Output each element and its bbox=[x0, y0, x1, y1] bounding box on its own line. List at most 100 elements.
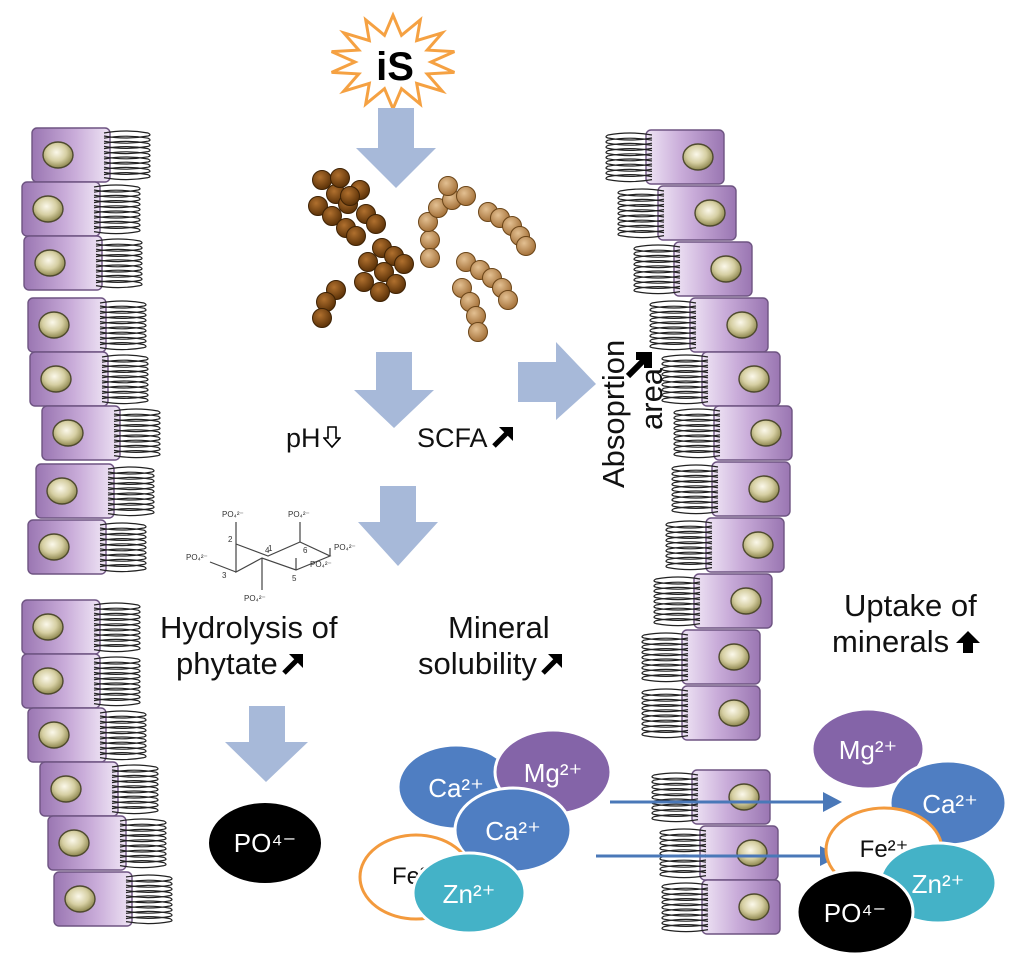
bacterium-dark bbox=[366, 214, 386, 234]
phytate-group-2: PO₄²⁻ bbox=[288, 510, 310, 519]
phytate-atom-6: 6 bbox=[303, 546, 308, 555]
solubility-increase-arrow-icon bbox=[541, 654, 562, 675]
phytate-atom-3: 3 bbox=[222, 571, 227, 580]
epithelial-cell bbox=[47, 815, 167, 871]
epithelial-cell bbox=[605, 129, 725, 185]
absorbed-ca-ion: Ca²⁺ bbox=[922, 789, 978, 819]
phytate-molecule bbox=[209, 522, 332, 590]
bacterium-dark bbox=[394, 254, 414, 274]
scfa-label: SCFA bbox=[417, 423, 516, 453]
free-po4-ion: PO⁴⁻ bbox=[209, 803, 321, 883]
phytate-increase-arrow-icon bbox=[281, 654, 303, 675]
bacterium-dark bbox=[330, 168, 350, 188]
epithelial-cell bbox=[649, 297, 769, 353]
lumen-ion-cluster: Ca²⁺ Mg²⁺ Ca²⁺ Fe²⁺ Zn²⁺ bbox=[358, 728, 613, 935]
scfa-increase-arrow-icon bbox=[491, 427, 513, 448]
epithelial-cell bbox=[23, 235, 143, 291]
epithelial-cell bbox=[617, 185, 737, 241]
bacterium-light bbox=[420, 248, 440, 268]
lumen-mg-ion: Mg²⁺ bbox=[524, 758, 583, 788]
epithelial-cell bbox=[641, 629, 761, 685]
bacterium-light bbox=[420, 230, 440, 250]
epithelial-cell bbox=[35, 463, 155, 519]
epithelial-cell bbox=[31, 127, 151, 183]
phytate-hydrolysis-label: Hydrolysis of phytate bbox=[160, 610, 338, 681]
bacterium-light bbox=[456, 186, 476, 206]
absorption-increase-arrow-icon bbox=[625, 352, 652, 379]
bacterium-light bbox=[498, 290, 518, 310]
phytate-atom-1: 1 bbox=[268, 544, 273, 553]
phytate-atom-2: 2 bbox=[228, 535, 233, 544]
bacterium-dark bbox=[374, 262, 394, 282]
absorbed-po4-ion: PO⁴⁻ bbox=[824, 898, 886, 928]
absorbed-zn-ion: Zn²⁺ bbox=[912, 869, 965, 899]
absorption-area-label: Absoprtion area bbox=[596, 340, 669, 488]
bacterium-light bbox=[418, 212, 438, 232]
transport-arrow-upper bbox=[610, 792, 842, 812]
bacterium-dark bbox=[312, 170, 332, 190]
epithelial-cell bbox=[21, 653, 141, 709]
svg-text:PO⁴⁻: PO⁴⁻ bbox=[234, 828, 296, 858]
right-intestinal-wall bbox=[605, 129, 793, 935]
mineral-solubility-label: Mineral solubility bbox=[418, 610, 565, 682]
is-burst: iS bbox=[330, 11, 456, 113]
epithelial-cell bbox=[21, 181, 141, 237]
lumen-ca-ion-2: Ca²⁺ bbox=[485, 816, 541, 846]
phytate-group-1: PO₄²⁻ bbox=[222, 510, 244, 519]
mineral-uptake-label: Uptake of minerals bbox=[832, 588, 981, 660]
bacterium-light bbox=[468, 322, 488, 342]
phytate-atom-5: 5 bbox=[292, 574, 297, 583]
arrow-is-to-bacteria bbox=[356, 108, 436, 188]
bacterium-dark bbox=[358, 252, 378, 272]
is-label: iS bbox=[376, 45, 414, 89]
bacterium-dark bbox=[354, 272, 374, 292]
ph-label: pH bbox=[286, 423, 342, 453]
epithelial-cell bbox=[21, 599, 141, 655]
epithelial-cell bbox=[665, 517, 785, 573]
phytate-group-3: PO₄²⁻ bbox=[334, 543, 356, 552]
absorbed-ion-cluster: Mg²⁺ Ca²⁺ Fe²⁺ Zn²⁺ PO⁴⁻ bbox=[795, 707, 1008, 956]
epithelial-cell bbox=[53, 871, 173, 927]
epithelial-cell bbox=[27, 519, 147, 575]
arrow-phytate-to-po4 bbox=[225, 706, 308, 782]
bacterium-light bbox=[516, 236, 536, 256]
epithelial-cell bbox=[661, 879, 781, 935]
epithelial-cell bbox=[651, 769, 771, 825]
arrow-bacteria-to-ph bbox=[354, 352, 434, 428]
phytate-group-6: PO₄²⁻ bbox=[186, 553, 208, 562]
epithelial-cell bbox=[633, 241, 753, 297]
bacterium-dark bbox=[308, 196, 328, 216]
epithelial-cell bbox=[39, 761, 159, 817]
svg-text:area: area bbox=[634, 367, 669, 430]
epithelial-cell bbox=[673, 405, 793, 461]
epithelial-cell bbox=[41, 405, 161, 461]
arrow-to-absorption-area bbox=[518, 342, 596, 420]
epithelial-cell bbox=[653, 573, 773, 629]
uptake-up-arrow-icon bbox=[956, 631, 981, 653]
arrow-scfa-to-phytate bbox=[358, 486, 438, 566]
epithelial-cell bbox=[661, 351, 781, 407]
bacterium-dark bbox=[322, 206, 342, 226]
bacterium-dark bbox=[370, 282, 390, 302]
epithelial-cell bbox=[659, 825, 779, 881]
bacterium-dark bbox=[346, 226, 366, 246]
absorbed-mg-ion: Mg²⁺ bbox=[839, 735, 898, 765]
phytate-group-5: PO₄²⁻ bbox=[244, 594, 266, 603]
bacterium-light bbox=[438, 176, 458, 196]
svg-text:Absoprtion: Absoprtion bbox=[596, 340, 631, 488]
phytate-atom-4: 4 bbox=[265, 546, 270, 555]
left-intestinal-wall bbox=[21, 127, 173, 927]
lumen-zn-ion: Zn²⁺ bbox=[443, 879, 496, 909]
ph-decrease-arrow-icon bbox=[321, 426, 342, 449]
bacterium-dark bbox=[386, 274, 406, 294]
epithelial-cell bbox=[27, 707, 147, 763]
epithelial-cell bbox=[29, 351, 149, 407]
bacterium-dark bbox=[312, 308, 332, 328]
epithelial-cell bbox=[641, 685, 761, 741]
epithelial-cell bbox=[671, 461, 791, 517]
epithelial-cell bbox=[27, 297, 147, 353]
bacterium-dark bbox=[340, 186, 360, 206]
gut-bacteria-cluster bbox=[308, 168, 536, 342]
phytate-group-4: PO₄²⁻ bbox=[310, 560, 332, 569]
